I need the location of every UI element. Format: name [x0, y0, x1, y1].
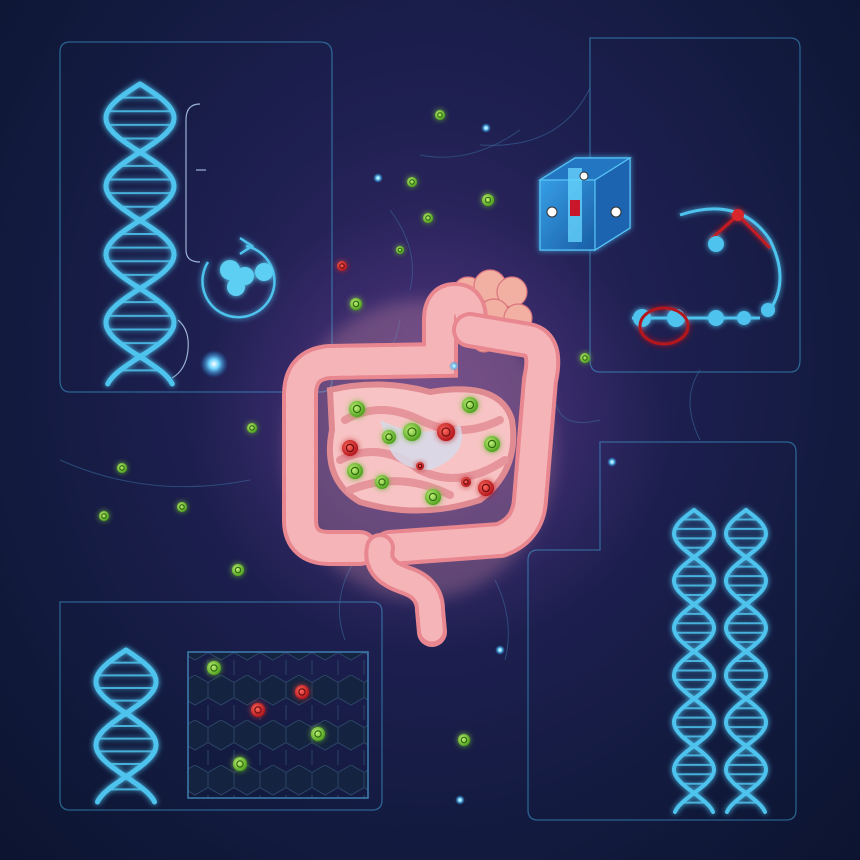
good-bacterium	[425, 489, 441, 505]
good-bacterium	[233, 757, 247, 771]
good-bacterium	[382, 430, 396, 444]
bracket-lines	[171, 103, 206, 379]
light-sparkle	[373, 173, 383, 183]
dna-helix-icon-small	[93, 647, 159, 805]
glow-dot	[200, 350, 228, 378]
good-bacterium	[403, 423, 421, 441]
floating-good-bacterium	[458, 734, 470, 746]
dna-strand	[93, 647, 159, 805]
floating-good-bacterium	[350, 298, 362, 310]
dna-strand	[671, 508, 717, 814]
harmful-bacterium	[416, 462, 424, 470]
light-sparkle	[607, 457, 617, 467]
harmful-bacterium	[295, 685, 309, 699]
good-bacterium	[462, 397, 478, 413]
floating-particles	[99, 110, 617, 805]
floating-good-bacterium	[396, 246, 404, 254]
good-bacterium	[349, 401, 365, 417]
floating-good-bacterium	[232, 564, 244, 576]
intestine-illustration	[282, 269, 561, 647]
good-bacterium	[484, 436, 500, 452]
dna-strand	[103, 81, 177, 387]
hexagon-grid-icon	[187, 651, 369, 799]
dna-helix-icon	[103, 81, 177, 387]
good-bacterium	[375, 475, 389, 489]
floating-good-bacterium	[580, 353, 590, 363]
dna-strand	[671, 508, 717, 814]
harmful-bacterium	[478, 480, 494, 496]
floating-good-bacterium	[482, 194, 494, 206]
panel-top-right	[589, 37, 801, 373]
light-sparkle	[455, 795, 465, 805]
panel-bottom-left	[59, 601, 383, 811]
dna-helix-icon-right-1	[671, 508, 717, 814]
good-bacterium	[207, 661, 221, 675]
data-cube-icon	[537, 156, 633, 252]
light-sparkle	[495, 645, 505, 655]
dna-strand	[103, 81, 177, 387]
good-bacterium	[311, 727, 325, 741]
harmful-bacterium	[461, 477, 471, 487]
dna-strand	[723, 508, 769, 814]
panel-right	[527, 441, 797, 821]
circular-arrow-icon	[201, 236, 276, 319]
good-bacterium	[347, 463, 363, 479]
light-sparkle	[481, 123, 491, 133]
bacteria-group	[207, 397, 500, 771]
dna-helix-icon-right-2	[723, 508, 769, 814]
dna-strand	[723, 508, 769, 814]
harmful-bacterium	[437, 423, 455, 441]
floating-good-bacterium	[435, 110, 445, 120]
floating-good-bacterium	[177, 502, 187, 512]
harmful-bacterium	[251, 703, 265, 717]
floating-good-bacterium	[117, 463, 127, 473]
harmful-bacterium	[342, 440, 358, 456]
light-sparkle	[449, 361, 459, 371]
floating-good-bacterium	[247, 423, 257, 433]
floating-harmful-bacterium	[337, 261, 347, 271]
floating-good-bacterium	[407, 177, 417, 187]
connected-nodes-icon	[632, 207, 782, 346]
floating-good-bacterium	[423, 213, 433, 223]
floating-good-bacterium	[99, 511, 109, 521]
